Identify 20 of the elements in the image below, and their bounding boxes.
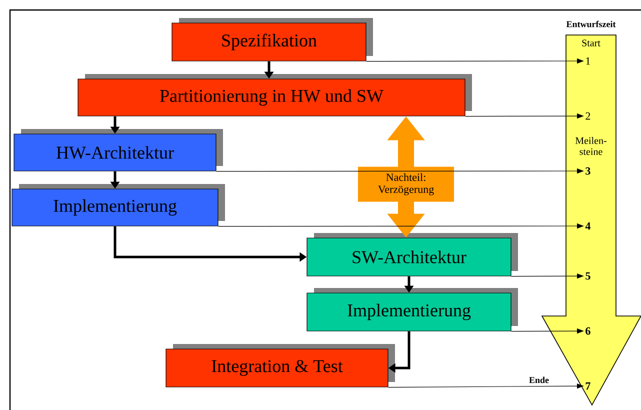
process-box: Integration & Test xyxy=(166,344,395,388)
milestone-number: 1 xyxy=(586,57,590,65)
milestone-number: 5 xyxy=(586,272,590,280)
edge-label: Ende xyxy=(528,376,550,384)
process-box: Partitionierung in HW und SW xyxy=(78,74,472,116)
edge-label: Nachteil: Verzögerung xyxy=(358,166,454,202)
process-box: Spezifikation xyxy=(172,18,373,62)
milestone-number: 6 xyxy=(586,327,590,335)
process-box: HW-Architektur xyxy=(14,129,223,172)
milestone-label: Meilen-steine xyxy=(575,136,606,155)
heading: Entwurfszeit xyxy=(566,20,616,28)
process-box: SW-Architektur xyxy=(306,233,518,276)
milestone-number: 7 xyxy=(586,382,590,390)
process-box: Implementierung xyxy=(306,288,518,332)
process-box: Implementierung xyxy=(12,184,225,226)
milestone-number: 4 xyxy=(585,222,590,230)
milestone-number: 2 xyxy=(586,112,590,120)
start-label: Start xyxy=(582,40,600,46)
timeline-arrow xyxy=(541,34,641,406)
milestone-number: 3 xyxy=(586,167,590,175)
